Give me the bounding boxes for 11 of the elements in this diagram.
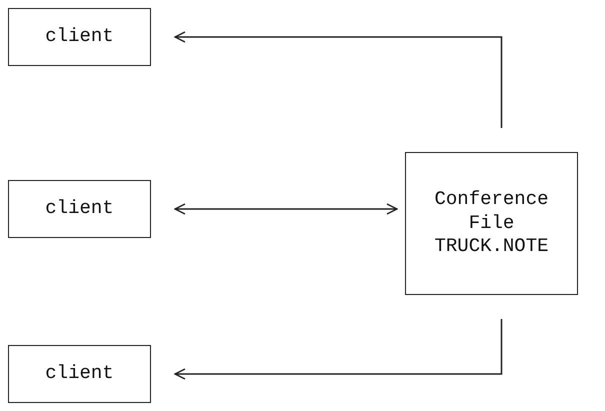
- node-label: client: [44, 197, 115, 221]
- node-label: Conference File TRUCK.NOTE: [433, 188, 550, 260]
- node-label: client: [44, 25, 115, 49]
- connector-arrow: [174, 319, 502, 380]
- node-label: client: [44, 362, 115, 386]
- connector-arrow: [174, 31, 502, 128]
- client-box: [8, 180, 151, 238]
- client-box: [8, 345, 151, 403]
- client-box: [8, 8, 151, 66]
- server-box: [405, 152, 578, 295]
- connector-arrow: [174, 203, 398, 215]
